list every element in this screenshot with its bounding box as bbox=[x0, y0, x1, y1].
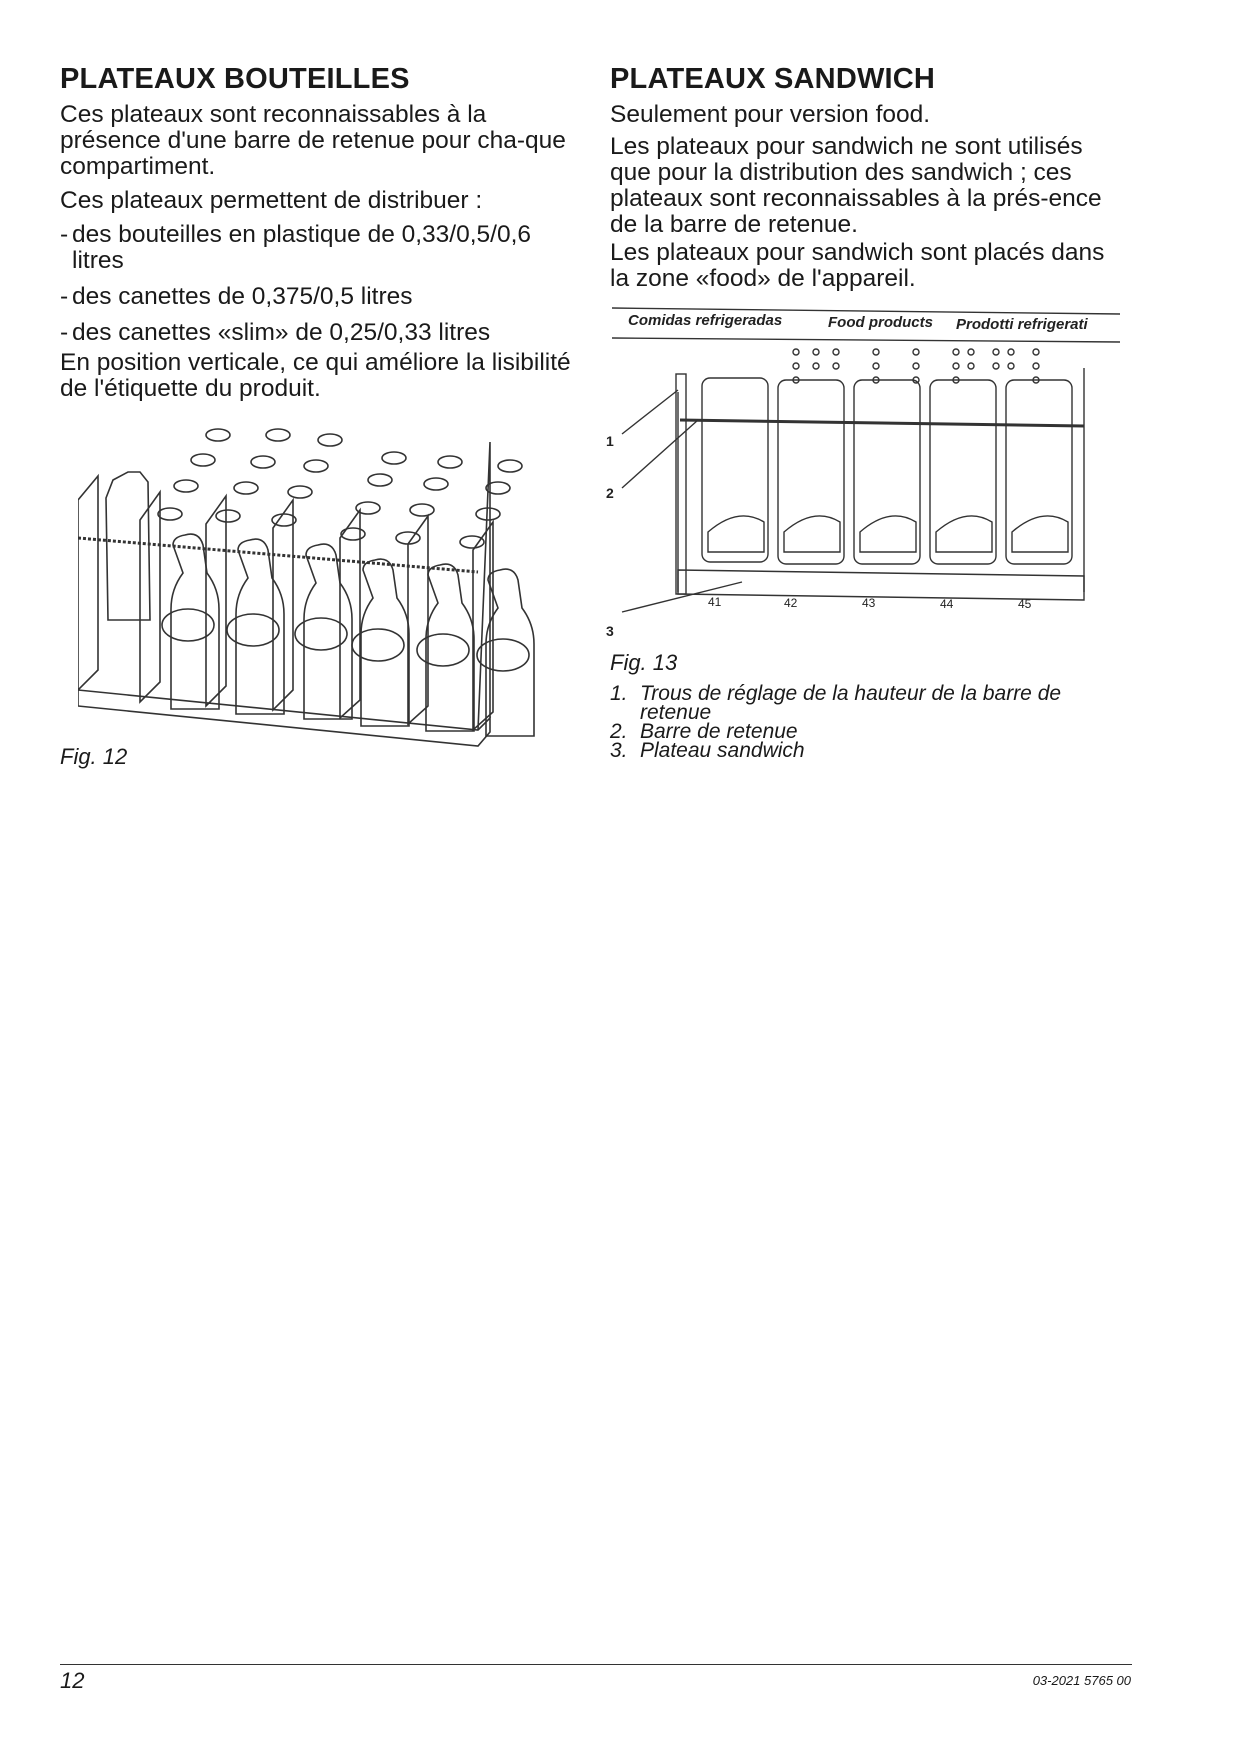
list-item: 2.Barre de retenue bbox=[610, 720, 798, 743]
sandwich-tray-illustration: Comidas refrigeradas Food products Prodo… bbox=[606, 307, 1121, 638]
left-column: PLATEAUX BOUTEILLES Ces plateaux sont re… bbox=[60, 62, 580, 410]
retention-bar bbox=[679, 418, 1085, 428]
page-number: 12 bbox=[60, 1668, 85, 1693]
sandwich-packs bbox=[701, 377, 1073, 565]
adjustment-holes bbox=[792, 348, 1040, 384]
bottle-tops-back bbox=[157, 428, 523, 549]
callout-2: 2 bbox=[606, 485, 614, 501]
callout-3: 3 bbox=[606, 623, 614, 638]
banner-label-italian: Prodotti refrigerati bbox=[956, 316, 1089, 333]
bottles-distribute: Ces plateaux permettent de distribuer : bbox=[60, 187, 483, 214]
fig-13-caption: Fig. 13 bbox=[610, 650, 678, 675]
callout-1: 1 bbox=[606, 433, 614, 449]
list-item: 1.Trous de réglage de la hauteur de la b… bbox=[610, 682, 1062, 724]
banner-label-english: Food products bbox=[828, 314, 933, 331]
bottles-vertical-note: En position verticale, ce qui améliore l… bbox=[60, 349, 571, 402]
footer-divider bbox=[60, 1664, 1132, 1665]
list-item: -des bouteilles en plastique de 0,33/0,5… bbox=[60, 221, 532, 274]
bottles-front-row bbox=[105, 471, 535, 737]
fig-12-caption: Fig. 12 bbox=[60, 744, 128, 769]
sandwich-tray bbox=[677, 569, 1085, 601]
slot-number: 43 bbox=[862, 596, 876, 610]
retention-bar bbox=[78, 536, 479, 574]
bottle-tray-illustration bbox=[78, 428, 535, 747]
list-item: -des canettes de 0,375/0,5 litres bbox=[60, 283, 413, 310]
slot-number: 41 bbox=[708, 595, 722, 609]
section-title-sandwich: PLATEAUX SANDWICH bbox=[610, 63, 936, 95]
document-code: 03-2021 5765 00 bbox=[1032, 1673, 1131, 1688]
slot-number: 44 bbox=[940, 597, 954, 611]
sandwich-food-only: Seulement pour version food. bbox=[610, 101, 931, 128]
slot-number: 45 bbox=[1018, 597, 1032, 611]
list-item: 3.Plateau sandwich bbox=[610, 739, 805, 762]
list-item: -des canettes «slim» de 0,25/0,33 litres bbox=[60, 319, 491, 346]
section-title-bottles: PLATEAUX BOUTEILLES bbox=[60, 63, 410, 95]
banner-label-spanish: Comidas refrigeradas bbox=[628, 312, 782, 329]
right-column: PLATEAUX SANDWICH Seulement pour version… bbox=[610, 62, 1130, 300]
fig-13-legend: 1.Trous de réglage de la hauteur de la b… bbox=[610, 682, 1130, 762]
bottles-intro: Ces plateaux sont reconnaissables à la p… bbox=[60, 101, 566, 180]
sandwich-placement: Les plateaux pour sandwich sont placés d… bbox=[610, 239, 1105, 292]
slot-number: 42 bbox=[784, 596, 798, 610]
sandwich-description: Les plateaux pour sandwich ne sont utili… bbox=[610, 133, 1102, 238]
